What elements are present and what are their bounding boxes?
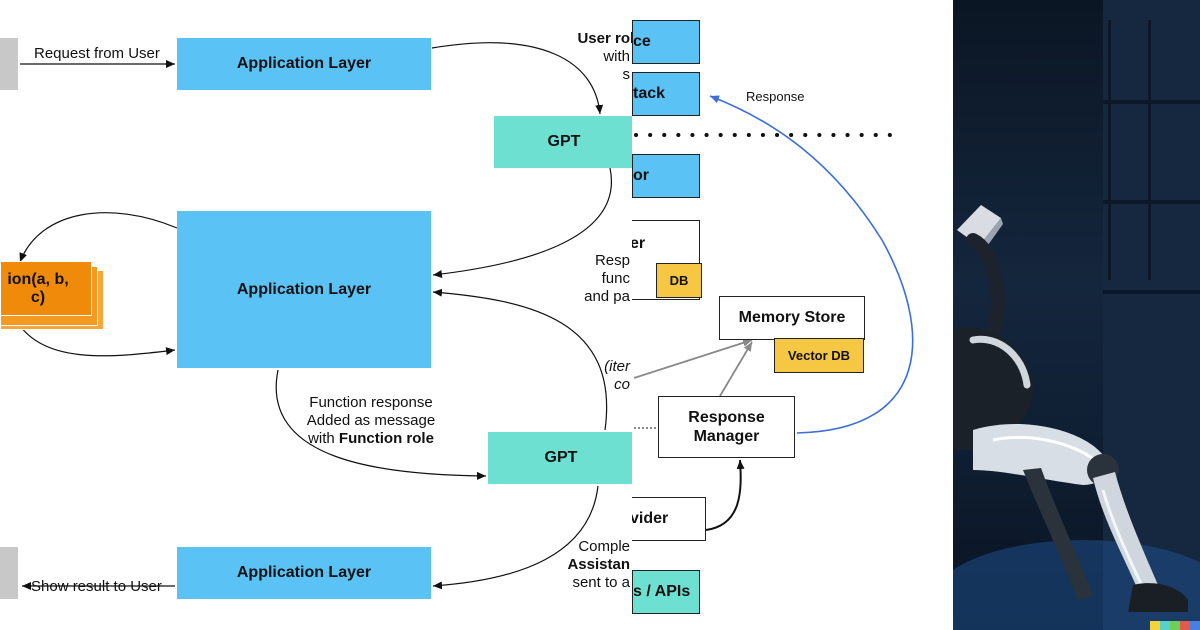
response-manager-line1: Response [688, 409, 765, 426]
middle-connectors [633, 95, 914, 531]
box-tack: tack [632, 72, 700, 116]
gpt-bottom-to-app-bottom-arrow [432, 485, 599, 590]
user-block-bottom [0, 547, 18, 599]
iter-line1: (iter [604, 358, 630, 375]
memory-store-box: Memory Store [719, 296, 865, 340]
user-role-label: User role [577, 30, 632, 47]
gpt-bottom-to-app-mid-arrow [432, 288, 608, 431]
iter-to-memory-arrow [633, 338, 753, 379]
box-ce: ce [632, 20, 700, 64]
resp-line1: Resp [594, 252, 630, 269]
user-role-line2: with [603, 48, 630, 65]
manager-to-memory-arrow [719, 341, 753, 397]
application-layer-top: Application Layer [177, 38, 431, 90]
gpt-to-app-mid-arrow [432, 167, 613, 278]
user-block-top [0, 38, 18, 90]
compl-line1: Comple [578, 538, 630, 555]
func-response-line2: Added as message [306, 412, 436, 429]
application-layer-middle: Application Layer [177, 211, 431, 368]
app-to-gpt-arrow [431, 42, 604, 115]
left-connectors [14, 42, 613, 590]
gpt-box-bottom: GPT [488, 432, 632, 484]
application-layer-bottom: Application Layer [177, 547, 431, 599]
box-apis: s / APIs [632, 570, 700, 614]
gpt-box-top: GPT [494, 116, 632, 168]
app-to-function-arrow [19, 212, 178, 263]
vector-db-badge: Vector DB [774, 338, 864, 373]
app-to-gpt-bottom-arrow [275, 369, 487, 480]
show-result-label: Show result to User [31, 578, 162, 595]
middle-diagram-panel: ce tack Response or er DB Memory Store V… [632, 0, 953, 630]
provider-to-manager-arrow [705, 459, 745, 531]
response-manager-line2: Manager [693, 428, 760, 445]
compl-line3: sent to a [572, 574, 630, 591]
robot-illustration [953, 0, 1200, 630]
response-arrow [709, 95, 914, 434]
robot-image [953, 0, 1200, 630]
resp-line3: and pa [584, 288, 630, 305]
request-label: Request from User [34, 45, 160, 62]
user-role-line3: s [622, 66, 631, 83]
function-to-app-arrow [14, 317, 176, 357]
compl-line2: Assistan [567, 556, 630, 573]
iter-line2: co [614, 376, 630, 393]
func-response-line3: with Function role [308, 430, 434, 447]
db-badge: DB [656, 263, 702, 298]
response-label: Response [746, 89, 805, 104]
func-response-line1: Function response [309, 394, 433, 411]
resp-line2: func [601, 270, 630, 287]
function-box: ion(a, b, c) [0, 261, 92, 316]
box-or: or [632, 154, 700, 198]
box-vider: vider [632, 497, 706, 541]
response-manager-box: Response Manager [658, 396, 795, 458]
left-diagram-panel: Request from User Application Layer User… [0, 30, 632, 599]
